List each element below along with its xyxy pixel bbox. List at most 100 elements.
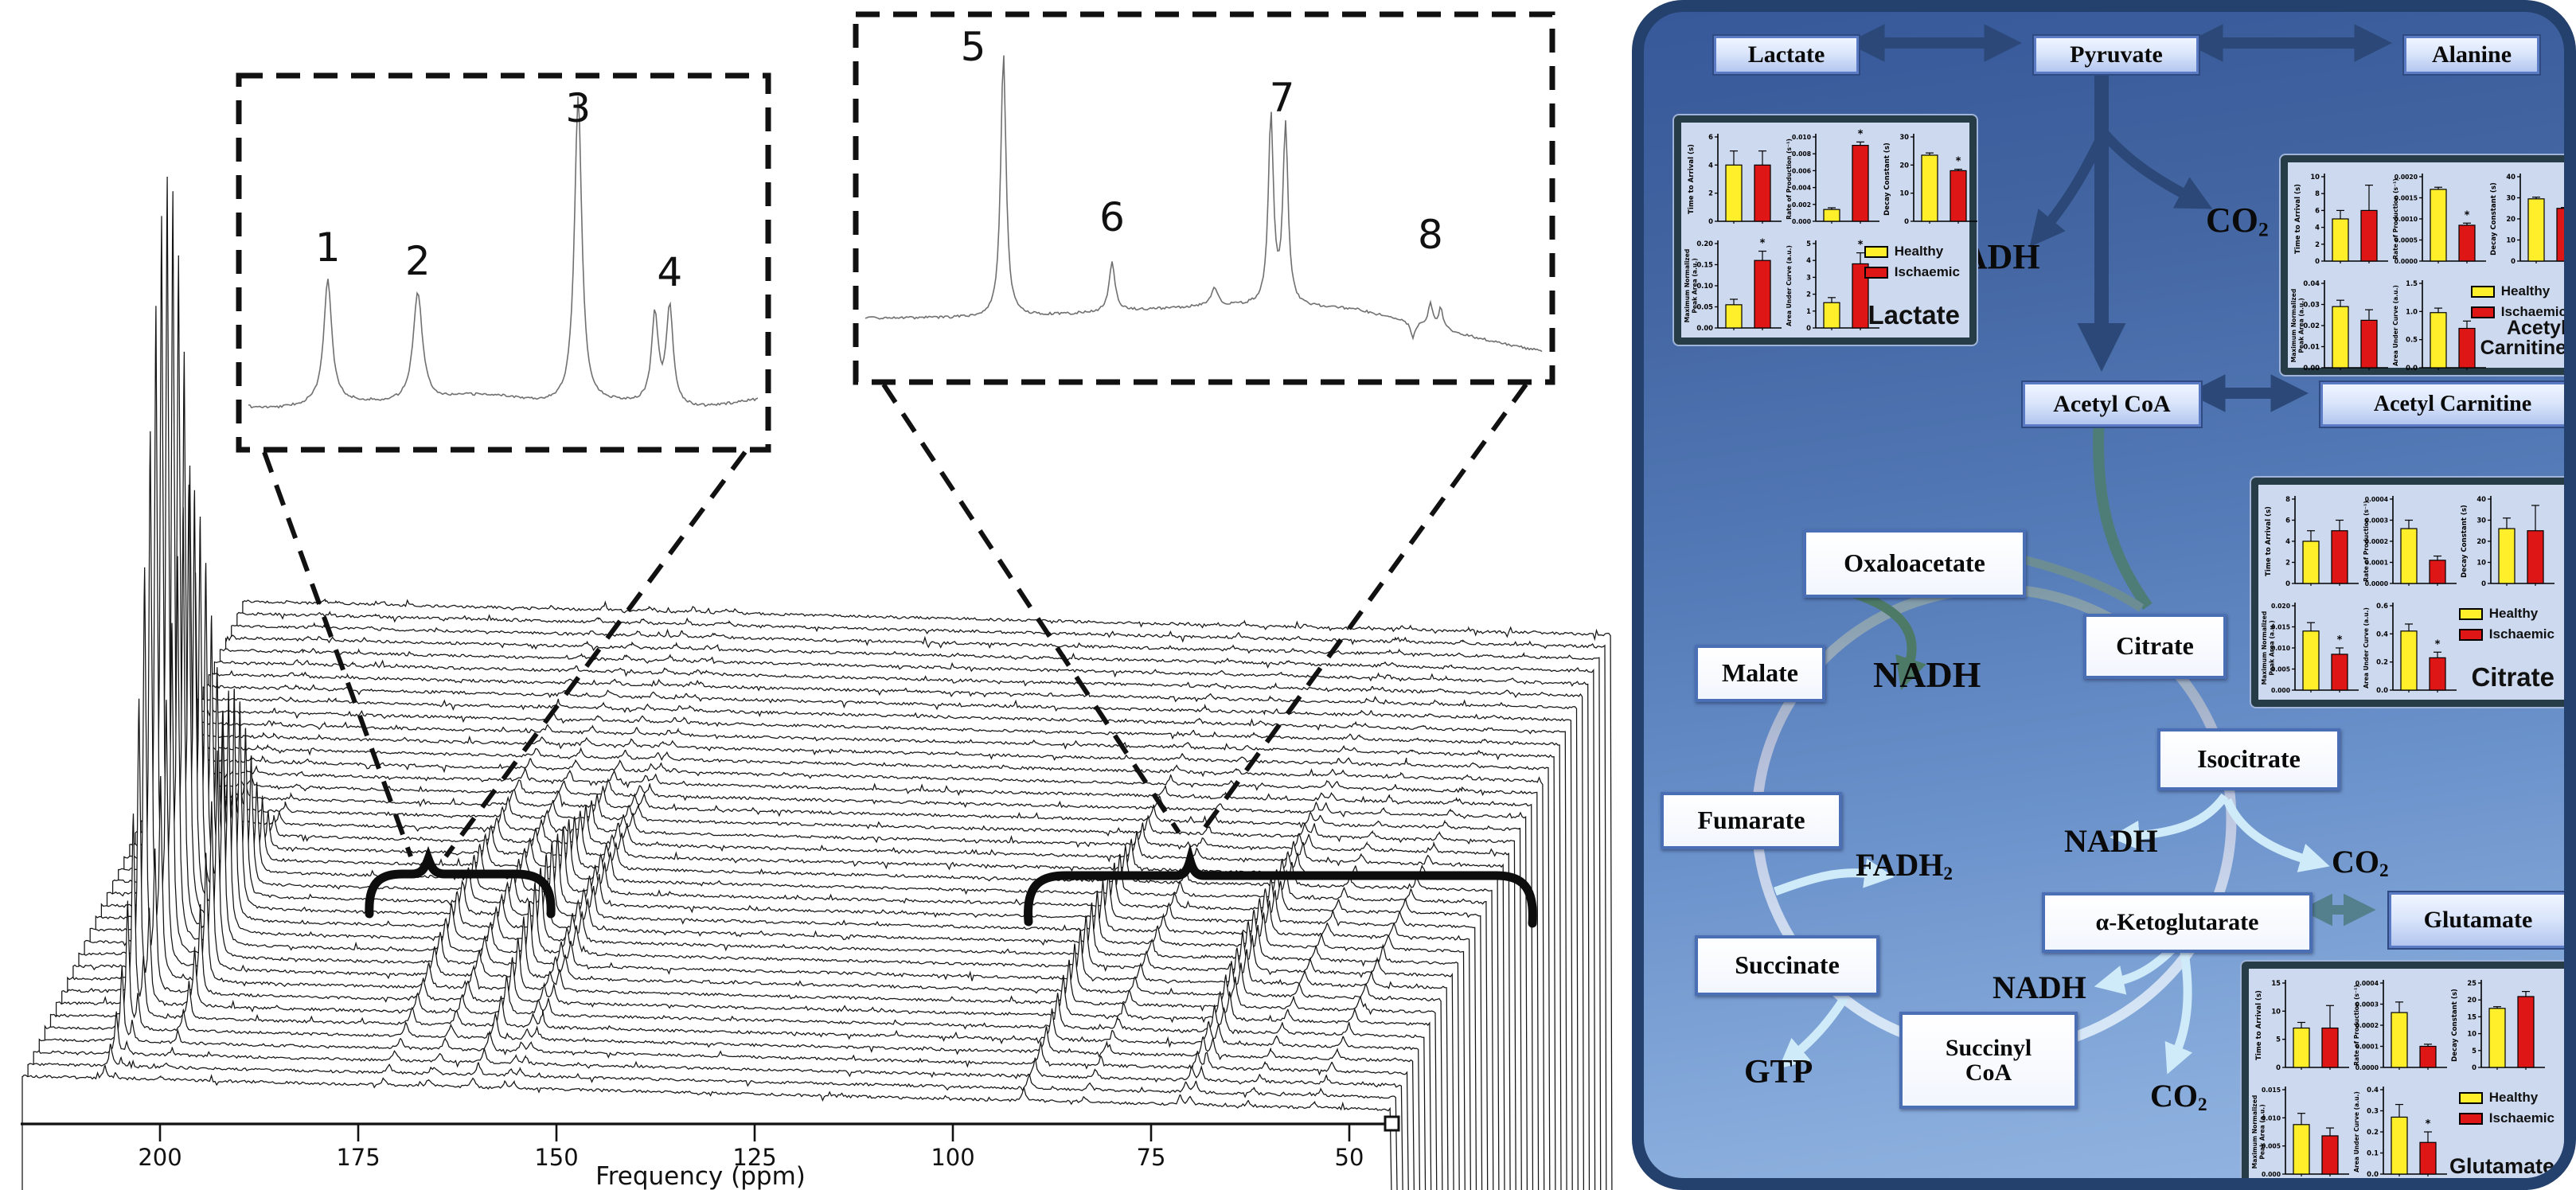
svg-text:Decay Constant (s): Decay Constant (s) xyxy=(2490,182,2498,256)
succinate-fadh2-arrow xyxy=(1774,858,1895,896)
significance-star: * xyxy=(1956,156,1961,168)
node-acetyl-coa-label: Acetyl CoA xyxy=(2053,391,2171,418)
svg-text:0.0004: 0.0004 xyxy=(2365,496,2388,503)
node-fumarate: Fumarate xyxy=(1661,792,1842,849)
svg-text:10: 10 xyxy=(2476,559,2486,567)
svg-text:10: 10 xyxy=(2506,236,2516,244)
svg-text:10: 10 xyxy=(2271,1007,2281,1015)
svg-text:0.6: 0.6 xyxy=(2376,602,2388,610)
healthy-swatch xyxy=(1864,245,1888,258)
svg-text:1.5: 1.5 xyxy=(2406,279,2418,287)
inset-connector-line xyxy=(262,451,413,858)
svg-text:0: 0 xyxy=(2481,579,2486,587)
svg-text:Maximum NormalizedPeak Area (a: Maximum NormalizedPeak Area (a.u.) xyxy=(2262,611,2276,685)
svg-text:0.0000: 0.0000 xyxy=(2355,1064,2379,1071)
significance-star: * xyxy=(2337,634,2343,646)
svg-text:8: 8 xyxy=(2315,189,2320,197)
byproduct-co2-isocitrate: CO2 xyxy=(2332,844,2389,881)
healthy-legend-label: Healthy xyxy=(2488,1090,2539,1105)
x-tick-label: 175 xyxy=(336,1144,380,1171)
akg-co2-arrow xyxy=(2164,942,2193,1075)
svg-text:3: 3 xyxy=(1806,273,1811,281)
svg-text:0: 0 xyxy=(1708,217,1713,225)
node-lactate-label: Lactate xyxy=(1747,41,1825,68)
svg-text:0.0010: 0.0010 xyxy=(2395,216,2418,223)
svg-text:0.3: 0.3 xyxy=(2367,1107,2379,1115)
svg-text:15: 15 xyxy=(2271,979,2281,987)
svg-text:0.2: 0.2 xyxy=(2367,1128,2379,1136)
svg-text:0.0002: 0.0002 xyxy=(2365,538,2388,545)
svg-text:0.0004: 0.0004 xyxy=(2355,980,2379,987)
svg-text:0: 0 xyxy=(2511,257,2516,265)
node-isocitrate: Isocitrate xyxy=(2157,728,2340,790)
oxaloacetate-to-citrate-arc xyxy=(2012,552,2145,612)
node-citrate: Citrate xyxy=(2083,614,2227,679)
x-tick-label: 125 xyxy=(732,1144,776,1171)
svg-text:4: 4 xyxy=(2285,537,2290,545)
peak-number-label: 3 xyxy=(565,85,591,131)
svg-text:0.010: 0.010 xyxy=(1792,134,1811,141)
svg-text:0.0002: 0.0002 xyxy=(2355,1022,2379,1029)
svg-text:0.0003: 0.0003 xyxy=(2365,517,2388,525)
svg-text:0.4: 0.4 xyxy=(2367,1086,2379,1094)
svg-text:10: 10 xyxy=(2467,1030,2476,1038)
svg-text:15: 15 xyxy=(2467,1012,2476,1020)
svg-text:30: 30 xyxy=(1899,133,1909,141)
svg-text:Time to Arrival (s): Time to Arrival (s) xyxy=(2294,184,2302,254)
svg-text:0.00: 0.00 xyxy=(2303,364,2320,372)
svg-text:0: 0 xyxy=(1904,217,1909,225)
svg-text:1: 1 xyxy=(1806,307,1811,315)
svg-text:30: 30 xyxy=(2476,517,2486,525)
svg-text:Maximum NormalizedPeak Area (a: Maximum NormalizedPeak Area (a.u.) xyxy=(2291,289,2305,363)
nmr-trace-stack xyxy=(21,176,1613,1190)
svg-text:Area Under Curve (a.u.): Area Under Curve (a.u.) xyxy=(2353,1091,2360,1172)
acetylcoa-to-citrate-arrow xyxy=(2093,416,2153,611)
svg-text:0.20: 0.20 xyxy=(1696,240,1713,248)
region-bracket-2 xyxy=(1024,844,1537,928)
svg-text:Maximum NormalizedPeak Area (a: Maximum NormalizedPeak Area (a.u.) xyxy=(1684,249,1699,323)
svg-text:0.005: 0.005 xyxy=(2271,666,2290,673)
node-alpha-ketoglutarate: α-Ketoglutarate xyxy=(2042,892,2313,953)
byproduct-co2-pdh: CO2 xyxy=(2206,201,2269,241)
svg-text:0.0005: 0.0005 xyxy=(2395,237,2418,244)
inset-title-citrate_kinetics: Citrate xyxy=(2471,662,2555,692)
zoom-inset-box xyxy=(236,72,771,453)
svg-text:0.15: 0.15 xyxy=(1696,261,1713,269)
peak-number-label: 2 xyxy=(405,238,431,284)
svg-text:Area Under Curve (a.u.): Area Under Curve (a.u.) xyxy=(2392,285,2399,366)
svg-text:0.0003: 0.0003 xyxy=(2355,1001,2379,1009)
healthy-legend-label: Healthy xyxy=(1894,244,1944,259)
node-succinate-label: Succinate xyxy=(1735,950,1840,980)
ischaemic-legend-label: Ischaemic xyxy=(2500,304,2566,319)
svg-text:0.015: 0.015 xyxy=(2262,1087,2281,1094)
node-lactate: Lactate xyxy=(1714,36,1859,74)
node-citrate-label: Citrate xyxy=(2116,631,2194,661)
svg-text:0: 0 xyxy=(2472,1063,2476,1071)
x-tick-label: 150 xyxy=(534,1144,578,1171)
ischaemic-swatch xyxy=(1864,266,1888,279)
node-acetyl-carnitine: Acetyl Carnitine xyxy=(2320,382,2564,427)
ischaemic-swatch xyxy=(2458,628,2483,641)
svg-text:Maximum NormalizedPeak Area (a: Maximum NormalizedPeak Area (a.u.) xyxy=(2252,1095,2266,1169)
pyruvate-nadh-branch xyxy=(2029,135,2106,248)
svg-text:0.006: 0.006 xyxy=(1792,167,1811,174)
node-alanine-label: Alanine xyxy=(2431,41,2512,68)
svg-text:0.000: 0.000 xyxy=(2271,687,2290,694)
